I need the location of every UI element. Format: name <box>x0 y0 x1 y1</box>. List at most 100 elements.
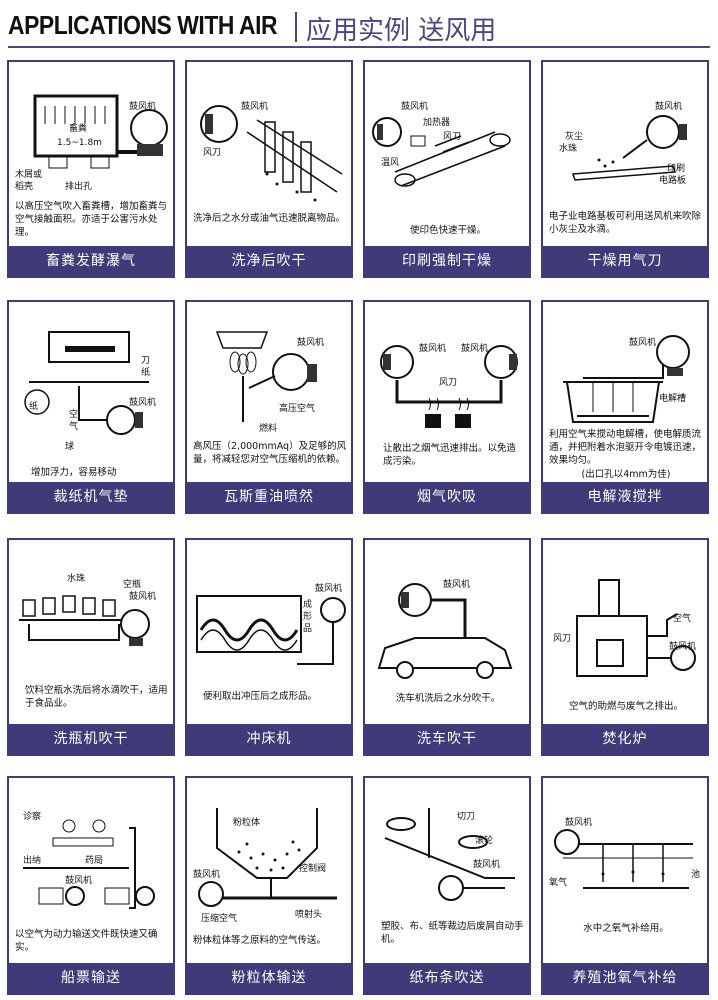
title-chinese: 应用实例 送风用 <box>306 16 497 46</box>
header-underline <box>8 46 710 48</box>
press-machine-illustration <box>196 595 346 665</box>
label-blower: 鼓风机 <box>65 876 93 886</box>
label-blower: 鼓风机 <box>241 102 269 112</box>
car-wash-illustration <box>377 583 513 679</box>
card-description: 水中之氧气补给用。 <box>583 923 669 934</box>
label-water-drop: 水珠 <box>67 574 86 584</box>
label-blower: 鼓风机 <box>297 338 325 348</box>
label-blower: 鼓风机 <box>129 592 157 602</box>
label-empty-bottle: 空瓶 <box>123 580 142 590</box>
label-outlet: 排出孔 <box>65 182 93 192</box>
label-ball: 球 <box>65 442 75 452</box>
label-cashier: 出纳 <box>23 856 42 866</box>
card-press-machine: 鼓风机 成 形 品 便利取出冲压后之成形品。 冲床机 <box>185 538 353 756</box>
label-air-knife: 风刀 <box>553 634 572 644</box>
label-dust: 灰尘 <box>565 132 584 142</box>
card-print-drying: 鼓风机 加热器 风刀 温风 使印色快速干燥。 印刷强制干燥 <box>363 60 531 278</box>
pond-oxygen-illustration <box>554 829 693 889</box>
card-caption: 洗车吹干 <box>365 724 529 754</box>
incinerator-illustration <box>576 579 696 677</box>
label-air-1: 空 <box>69 410 79 420</box>
label-heater: 加热器 <box>423 118 451 128</box>
card-caption: 纸布条吹送 <box>365 963 529 993</box>
label-blower-right: 鼓风机 <box>461 344 489 354</box>
label-blower: 鼓风机 <box>565 818 593 828</box>
label-formed-1: 成 <box>303 600 313 610</box>
label-high-pressure-air: 高压空气 <box>279 404 316 414</box>
label-blower: 鼓风机 <box>129 398 157 408</box>
card-description: 洗车机洗后之水分吹干。 <box>395 693 501 704</box>
card-ticket-conveying: 诊察 出纳 药局 鼓风机 以空气为动力输送文件既快速又确实。 船票输送 <box>7 776 175 995</box>
card-description: 以空气为动力输送文件既快速又确实。 <box>15 929 158 953</box>
label-fuel: 燃料 <box>259 424 278 434</box>
label-powder: 粉粒体 <box>233 818 261 828</box>
electrolyte-tank-illustration <box>563 335 690 423</box>
label-blower: 鼓风机 <box>401 102 429 112</box>
card-description: 粉体粒体等之原料的空气传送。 <box>193 935 327 946</box>
card-caption: 电解液搅拌 <box>543 482 707 512</box>
label-blower: 鼓风机 <box>669 642 697 652</box>
label-blower: 鼓风机 <box>629 338 657 348</box>
label-air-knife: 风刀 <box>443 132 462 142</box>
card-powder-conveying: 粉粒体 控制阀 鼓风机 压缩空气 喷射头 粉体粒体等之原料的空气传送。 粉粒体输… <box>185 776 353 995</box>
label-knife: 刀 <box>141 356 151 366</box>
label-formed-3: 品 <box>303 624 313 634</box>
label-printed: 印刷 <box>667 164 686 174</box>
label-sawdust: 木屑或 <box>15 170 43 180</box>
card-caption: 焚化炉 <box>543 724 707 754</box>
label-husk: 稻壳 <box>15 182 34 192</box>
card-caption: 干燥用气刀 <box>543 246 707 276</box>
title-english: APPLICATIONS WITH AIR <box>8 10 278 40</box>
card-bottle-washer-dry: 水珠 空瓶 鼓风机 饮料空瓶水洗后将水滴吹干，适用于食品业。 洗瓶机吹干 <box>7 538 175 756</box>
label-pharmacy: 药局 <box>85 856 104 866</box>
label-blower: 鼓风机 <box>315 584 343 594</box>
print-drying-illustration <box>372 117 511 187</box>
card-wash-dry: 鼓风机 风刀 洗净后之水分或油气迅速脱离物品。 洗净后吹干 <box>185 60 353 278</box>
label-circuit-board: 电路板 <box>659 176 687 186</box>
card-caption: 畜粪发酵瀑气 <box>9 246 173 276</box>
card-pond-oxygen: 鼓风机 氧气 池 水中之氧气补给用。 养殖池氧气补给 <box>541 776 709 995</box>
label-paper: 纸 <box>141 368 151 378</box>
manure-tank-illustration <box>33 94 168 169</box>
card-manure-aeration: 鼓风机 畜粪 1.5~1.8m 木屑或 稻壳 排出孔 以高压空气吹入畜粪槽，增加… <box>7 60 175 278</box>
card-caption: 粉粒体输送 <box>187 963 351 993</box>
card-caption: 洗净后吹干 <box>187 246 351 276</box>
label-oxygen: 氧气 <box>549 878 568 888</box>
card-caption: 裁纸机气垫 <box>9 482 173 512</box>
card-note: (出口孔以4mm为佳) <box>581 469 671 480</box>
label-manure: 畜粪 <box>69 124 88 134</box>
label-formed-2: 形 <box>303 612 313 622</box>
label-warm-air: 温风 <box>381 158 400 168</box>
bottle-washer-illustration <box>19 595 150 646</box>
card-caption: 养殖池氧气补给 <box>543 963 707 993</box>
card-description: 让散出之烟气迅速排出。以免造成污染。 <box>383 443 517 467</box>
page-header: APPLICATIONS WITH AIR 应用实例 送风用 <box>8 6 710 48</box>
card-caption: 瓦斯重油喷然 <box>187 482 351 512</box>
applications-grid: 鼓风机 畜粪 1.5~1.8m 木屑或 稻壳 排出孔 以高压空气吹入畜粪槽，增加… <box>7 60 713 995</box>
card-electrolyte-agitation: 鼓风机 电解槽 利用空气来搅动电解槽，使电解质流通，并把附着水泡驱开令电镀迅速，… <box>541 300 709 514</box>
card-description: 洗净后之水分或油气迅速脱离物品。 <box>193 213 346 224</box>
label-blower-left: 鼓风机 <box>419 344 447 354</box>
card-gas-oil-burner: 鼓风机 高压空气 燃料 高风压（2,000mmAq）及足够的风量，将减轻您对空气… <box>185 300 353 514</box>
card-description: 便利取出冲压后之成形品。 <box>203 691 318 702</box>
card-description: 塑胶、布、纸等裁边后废屑自动手机。 <box>381 921 524 945</box>
powder-conveying-illustration <box>198 808 337 907</box>
label-cutter: 切刀 <box>457 812 476 822</box>
card-paper-cutter-cushion: 刀 纸 纸 空 气 球 鼓风机 增加浮力，容易移动 裁纸机气垫 <box>7 300 175 514</box>
card-description: 饮料空瓶水洗后将水滴吹干，适用于食品业。 <box>25 685 168 709</box>
card-drying-air-knife: 鼓风机 灰尘 水珠 印刷 电路板 电子业电路基板可利用送风机来吹除小灰尘及水滴。… <box>541 60 709 278</box>
label-air-knife: 风刀 <box>203 148 222 158</box>
card-description: 空气的助燃与废气之排出。 <box>568 701 683 712</box>
wash-dry-illustration <box>200 105 343 202</box>
card-fume-extraction: 鼓风机 鼓风机 风刀 让散出之烟气迅速排出。以免造成污染。 烟气吹吸 <box>363 300 531 514</box>
air-knife-illustration <box>571 115 687 181</box>
label-control-valve: 控制阀 <box>299 864 327 874</box>
card-caption: 船票输送 <box>9 963 173 993</box>
label-air-2: 气 <box>69 422 79 432</box>
paper-cutter-illustration <box>24 331 149 435</box>
label-air: 空气 <box>673 614 692 624</box>
card-incinerator: 空气 风刀 鼓风机 空气的助燃与废气之排出。 焚化炉 <box>541 538 709 756</box>
label-roller: 滚轮 <box>475 836 494 846</box>
label-compressed-air: 压缩空气 <box>201 914 238 924</box>
card-description: 电子业电路基板可利用送风机来吹除小灰尘及水滴。 <box>549 211 702 235</box>
